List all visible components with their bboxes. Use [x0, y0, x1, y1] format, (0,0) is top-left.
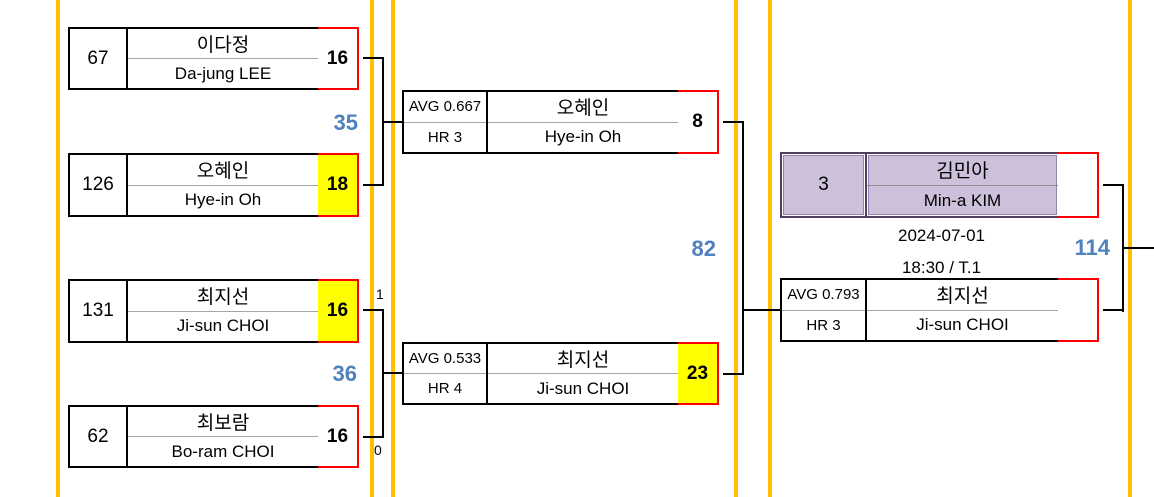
- player-avg: AVG 0.793: [787, 286, 860, 304]
- player-box-round1-4: 62 최보람 Bo-ram CHOI 16: [68, 405, 359, 468]
- match-number-82: 82: [691, 236, 716, 261]
- player-name-en: Bo-ram CHOI: [171, 441, 275, 461]
- score-cell: 8: [678, 90, 719, 154]
- seed-cell: 67: [68, 27, 128, 90]
- score-cell: [1058, 278, 1099, 342]
- player-box-round1-3: 131 최지선 Ji-sun CHOI 16: [68, 279, 359, 343]
- connector-line: [1124, 247, 1154, 249]
- score-cell: 23: [678, 342, 719, 405]
- column-divider-line: [370, 0, 374, 497]
- score-cell: [1058, 152, 1099, 218]
- player-name-en: Ji-sun CHOI: [916, 315, 1009, 335]
- name-divider: [867, 309, 1058, 311]
- player-name-cell: 김민아 Min-a KIM: [865, 152, 1060, 218]
- player-name-en: Min-a KIM: [923, 190, 1002, 210]
- connector-line: [1103, 184, 1124, 186]
- player-name-kr: 최지선: [196, 287, 250, 309]
- match-number-36: 36: [332, 361, 357, 386]
- player-name-kr: 최지선: [556, 350, 610, 371]
- name-divider: [128, 58, 318, 59]
- name-divider: [867, 184, 1058, 186]
- player-name-cell: 최지선 Ji-sun CHOI: [486, 342, 680, 405]
- name-divider: [128, 310, 318, 312]
- tiebreak-top: 1: [376, 286, 384, 302]
- player-box-round1-1: 67 이다정 Da-jung LEE 16: [68, 27, 359, 90]
- name-divider: [404, 121, 486, 123]
- player-box-round1-2: 126 오혜인 Hye-in Oh 18: [68, 153, 359, 217]
- connector-line: [382, 57, 384, 186]
- player-name-kr: 최보람: [196, 413, 250, 434]
- player-hr: HR 4: [427, 380, 463, 397]
- player-stats-cell: AVG 0.667 HR 3: [402, 90, 488, 154]
- player-name-cell: 이다정 Da-jung LEE: [126, 27, 320, 90]
- name-divider: [782, 309, 865, 311]
- column-divider-line: [734, 0, 738, 497]
- player-box-round2-1: AVG 0.667 HR 3 오혜인 Hye-in Oh 8: [402, 90, 719, 154]
- connector-line: [384, 372, 402, 374]
- score-cell: 16: [318, 279, 359, 343]
- connector-line: [723, 121, 744, 123]
- connector-line: [382, 309, 384, 438]
- player-stats-cell: AVG 0.533 HR 4: [402, 342, 488, 405]
- connector-line: [363, 309, 384, 311]
- connector-line: [1122, 184, 1124, 312]
- connector-line: [1103, 309, 1124, 311]
- player-box-round3-lower: AVG 0.793 HR 3 최지선 Ji-sun CHOI: [780, 278, 1099, 342]
- name-divider: [128, 436, 318, 437]
- score-cell: 16: [318, 405, 359, 468]
- player-name-en: Ji-sun CHOI: [176, 316, 270, 336]
- connector-line: [742, 121, 744, 375]
- player-name-cell: 오혜인 Hye-in Oh: [486, 90, 680, 154]
- player-name-kr: 오혜인: [556, 98, 610, 120]
- player-name-en: Ji-sun CHOI: [536, 378, 630, 398]
- player-name-cell: 오혜인 Hye-in Oh: [126, 153, 320, 217]
- player-stats-cell: AVG 0.793 HR 3: [780, 278, 867, 342]
- connector-line: [384, 121, 402, 123]
- seed-cell: 126: [68, 153, 128, 217]
- player-name-en: Da-jung LEE: [174, 63, 272, 83]
- match-time-table: 18:30 / T.1: [901, 258, 982, 277]
- column-divider-line: [391, 0, 395, 497]
- name-divider: [488, 373, 678, 374]
- name-divider: [404, 373, 486, 374]
- player-name-en: Hye-in Oh: [544, 127, 622, 147]
- column-divider-line: [56, 0, 60, 497]
- player-name-cell: 최지선 Ji-sun CHOI: [865, 278, 1060, 342]
- match-date: 2024-07-01: [898, 226, 985, 245]
- player-name-kr: 최지선: [936, 286, 989, 308]
- connector-line: [744, 309, 780, 311]
- player-name-kr: 오혜인: [196, 161, 250, 183]
- connector-line: [363, 436, 384, 438]
- column-divider-line: [768, 0, 772, 497]
- seed-cell: 131: [68, 279, 128, 343]
- player-avg: AVG 0.667: [408, 98, 482, 116]
- score-cell: 16: [318, 27, 359, 90]
- seed-cell: 3: [780, 152, 867, 218]
- match-number-35: 35: [333, 110, 358, 135]
- connector-line: [363, 184, 384, 186]
- player-name-cell: 최보람 Bo-ram CHOI: [126, 405, 320, 468]
- player-name-kr: 김민아: [936, 160, 989, 182]
- score-cell: 18: [318, 153, 359, 217]
- player-name-en: Hye-in Oh: [184, 190, 262, 210]
- match-schedule: 2024-07-01 18:30 / T.1: [780, 220, 1103, 284]
- connector-line: [363, 57, 384, 59]
- player-name-kr: 이다정: [196, 35, 250, 56]
- player-hr: HR 3: [427, 128, 463, 146]
- player-name-cell: 최지선 Ji-sun CHOI: [126, 279, 320, 343]
- match-number-114: 114: [1074, 235, 1111, 260]
- tiebreak-bottom: 0: [374, 442, 382, 458]
- player-avg: AVG 0.533: [408, 350, 482, 367]
- player-box-round3-seeded: 3 김민아 Min-a KIM: [780, 152, 1099, 218]
- player-box-round2-2: AVG 0.533 HR 4 최지선 Ji-sun CHOI 23: [402, 342, 719, 405]
- player-hr: HR 3: [806, 316, 841, 334]
- connector-line: [723, 373, 744, 375]
- name-divider: [488, 121, 678, 123]
- name-divider: [128, 184, 318, 186]
- seed-cell: 62: [68, 405, 128, 468]
